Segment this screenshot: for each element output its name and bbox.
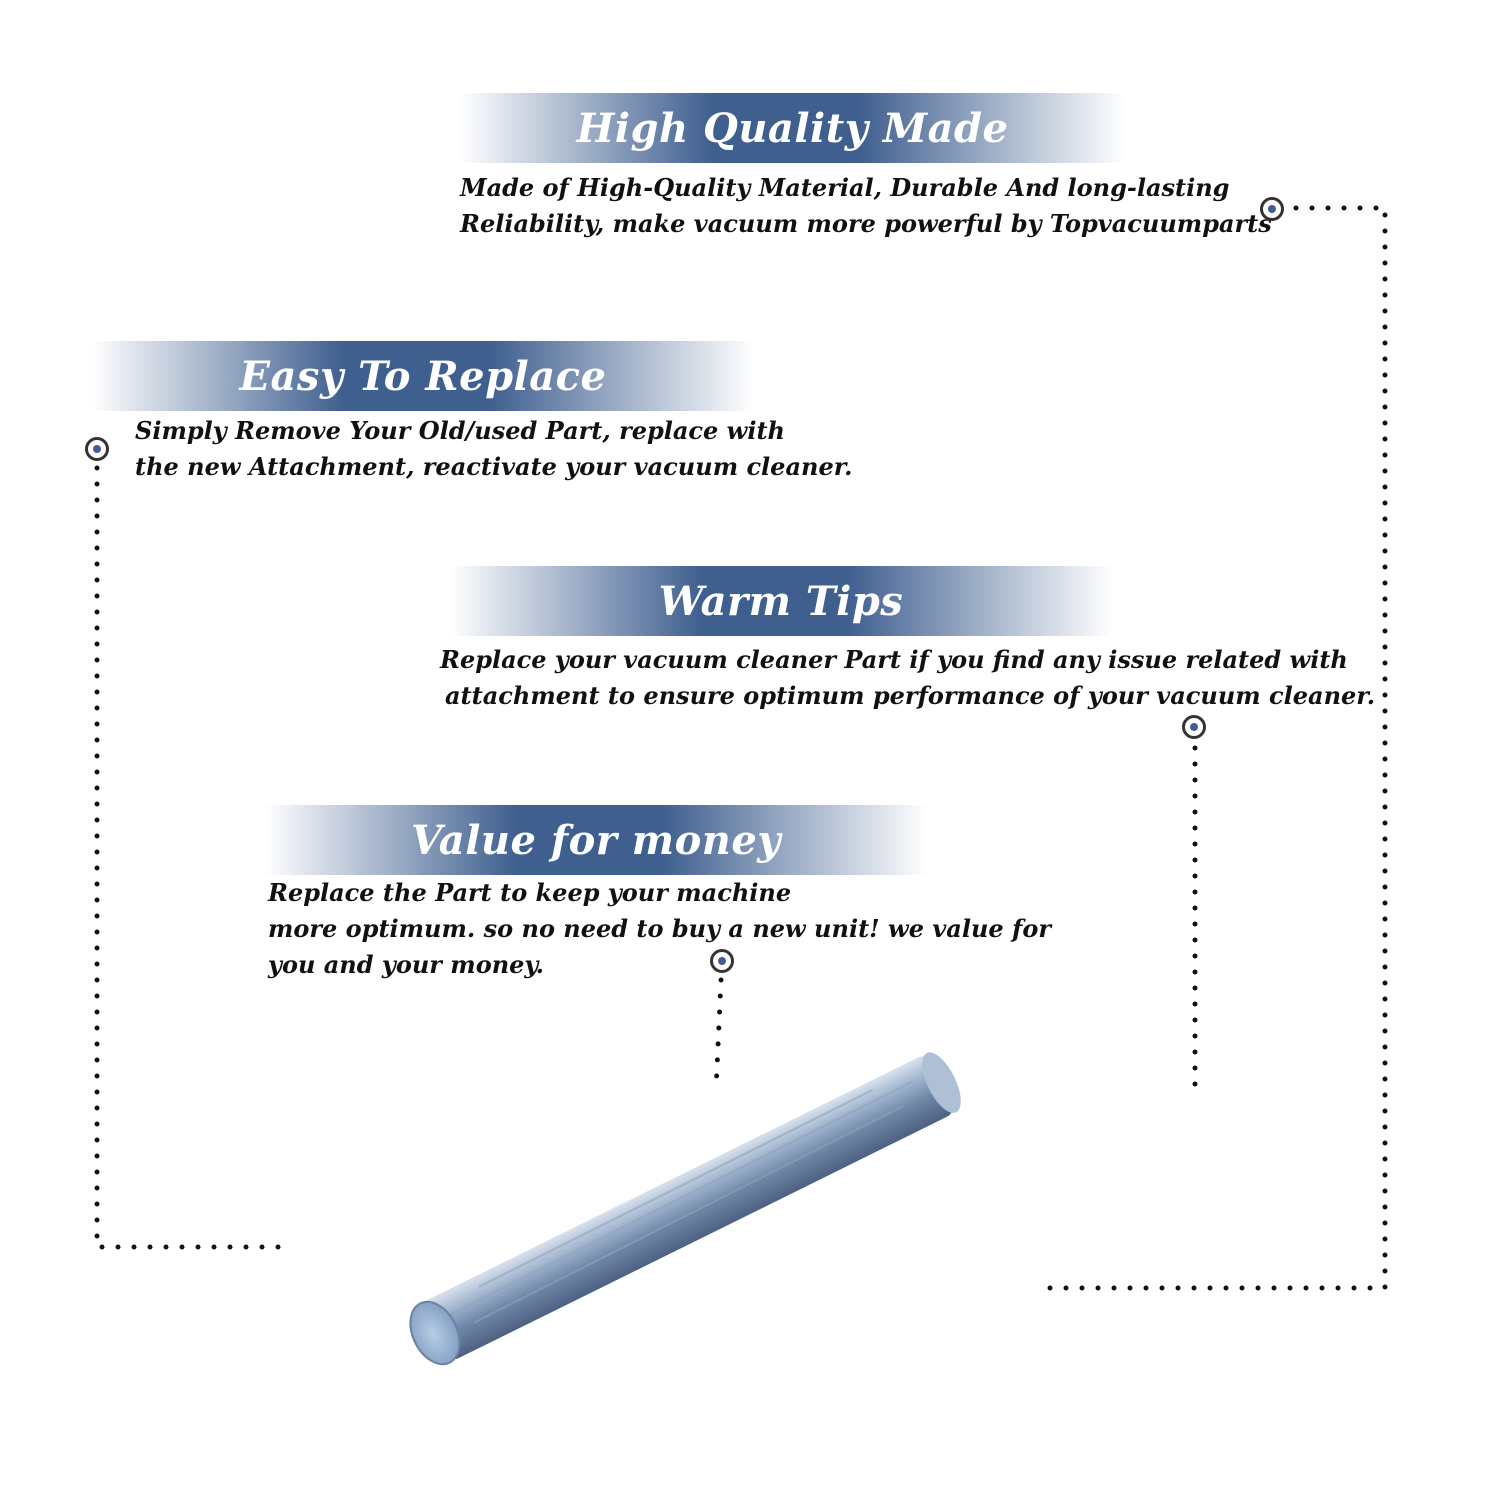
desc-easy-replace: Simply Remove Your Old/used Part, replac… bbox=[135, 413, 853, 485]
desc-line: attachment to ensure optimum performance… bbox=[445, 681, 1376, 710]
pin-texture bbox=[448, 1080, 914, 1324]
desc-line: more optimum. so no need to buy a new un… bbox=[268, 914, 1051, 943]
connector-high-quality bbox=[1032, 205, 1388, 1291]
desc-line: Replace the Part to keep your machine bbox=[268, 878, 792, 907]
title-easy-replace: Easy To Replace bbox=[239, 352, 607, 400]
banner-easy-replace: Easy To Replace bbox=[92, 341, 754, 411]
banner-value-money: Value for money bbox=[265, 805, 927, 875]
banner-high-quality: High Quality Made bbox=[460, 93, 1125, 163]
desc-line: the new Attachment, reactivate your vacu… bbox=[135, 452, 853, 481]
connector-value-money bbox=[713, 977, 724, 1093]
marker-easy-replace bbox=[85, 437, 109, 461]
desc-line: Simply Remove Your Old/used Part, replac… bbox=[135, 416, 785, 445]
pin-body bbox=[423, 1056, 953, 1360]
marker-value-money bbox=[710, 949, 734, 973]
desc-value-money: Replace the Part to keep your machine mo… bbox=[268, 875, 1051, 983]
marker-warm-tips bbox=[1182, 715, 1206, 739]
desc-line: Replace your vacuum cleaner Part if you … bbox=[440, 645, 1348, 674]
banner-warm-tips: Warm Tips bbox=[450, 566, 1112, 636]
title-warm-tips: Warm Tips bbox=[658, 577, 904, 625]
desc-line: Made of High-Quality Material, Durable A… bbox=[460, 173, 1230, 202]
desc-line: you and your money. bbox=[268, 950, 544, 979]
desc-high-quality: Made of High-Quality Material, Durable A… bbox=[460, 170, 1272, 242]
pin-end-face bbox=[409, 1300, 461, 1366]
desc-line: Reliability, make vacuum more powerful b… bbox=[460, 209, 1272, 238]
title-high-quality: High Quality Made bbox=[576, 104, 1009, 152]
marker-high-quality bbox=[1260, 197, 1284, 221]
pin-tip bbox=[922, 1052, 961, 1113]
title-value-money: Value for money bbox=[410, 816, 782, 864]
desc-warm-tips: Replace your vacuum cleaner Part if you … bbox=[440, 642, 1375, 714]
